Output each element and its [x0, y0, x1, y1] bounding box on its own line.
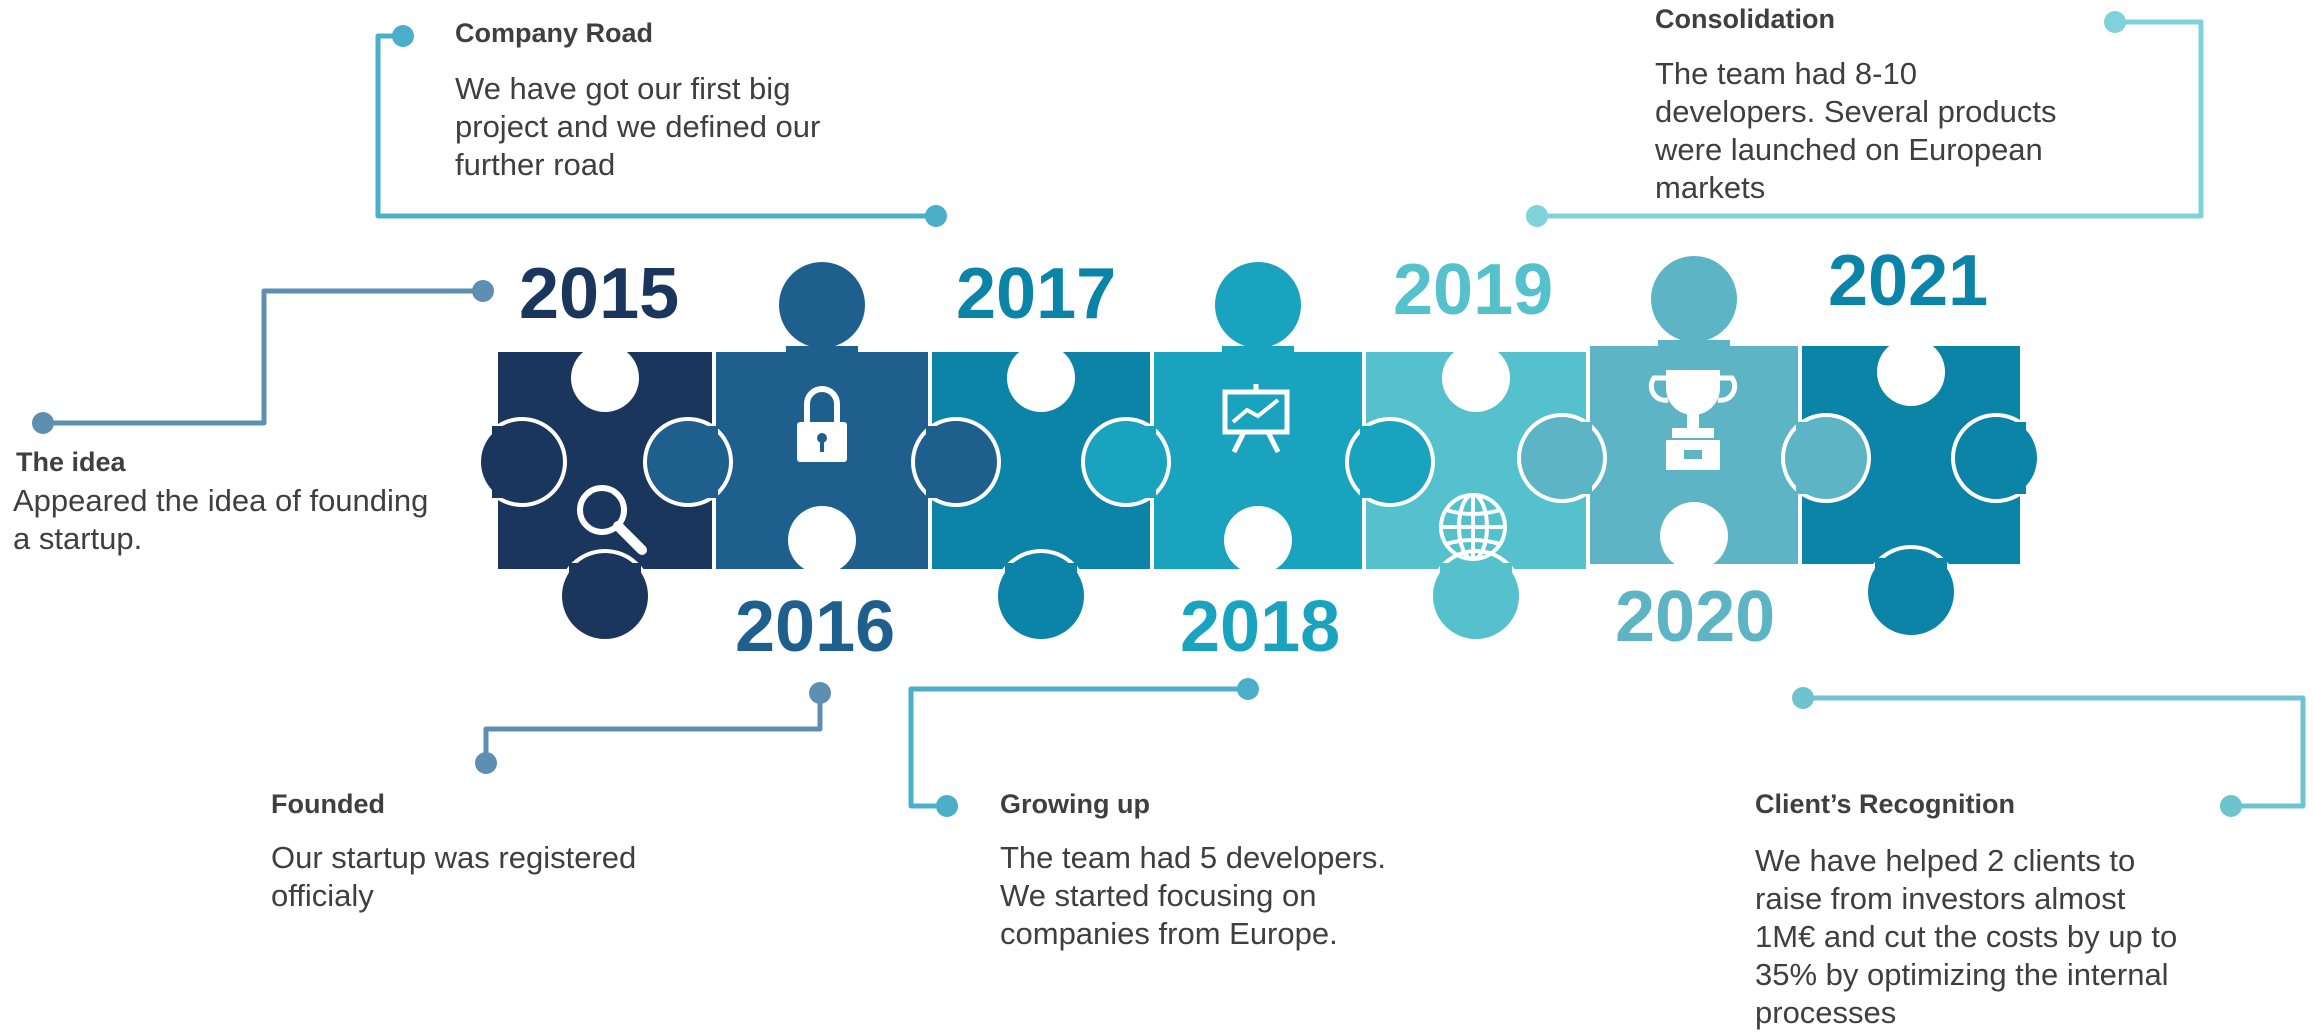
milestone-desc-2018: The team had 5 developers. We started fo… [1000, 840, 1387, 951]
milestone-title-2020: Client’s Recognition [1755, 789, 2016, 819]
connector-dot [1237, 678, 1259, 700]
connector-dot [392, 25, 414, 47]
trophy-icon [1648, 370, 1738, 470]
milestone-title-2017: Company Road [455, 18, 654, 48]
connector-dot [2104, 11, 2126, 33]
puzzle-knob [643, 417, 733, 507]
connector-dot [472, 280, 494, 302]
globe-icon [1439, 493, 1507, 561]
milestone-title-2018: Growing up [1000, 789, 1150, 819]
puzzle-knob [1211, 258, 1305, 352]
puzzle-blank [788, 506, 856, 574]
year-2019: 2019 [1393, 250, 1553, 330]
milestone-desc-2019: The team had 8-10 developers. Several pr… [1655, 56, 2057, 205]
year-2015: 2015 [519, 254, 679, 334]
connector-dot [475, 752, 497, 774]
milestone-desc-2015: Appeared the idea of founding a startup. [13, 483, 429, 556]
puzzle-blank [1877, 338, 1945, 406]
connector-2016 [483, 693, 823, 763]
milestone-desc-2020: We have helped 2 clients to raise from i… [1755, 843, 2178, 1030]
connector-2015 [43, 288, 483, 426]
puzzle-knob [1781, 413, 1871, 503]
puzzle-knob [911, 417, 1001, 507]
puzzle-knob [1081, 417, 1171, 507]
milestone-title-2016: Founded [271, 789, 385, 819]
connector-2020 [1803, 695, 2306, 809]
connector-dot [1526, 205, 1548, 227]
puzzle-knob [477, 417, 567, 507]
connector-dot [2220, 795, 2242, 817]
puzzle-blank [571, 344, 639, 412]
puzzle-knob [775, 258, 869, 352]
puzzle-knob [1517, 413, 1607, 503]
connector-2017 [375, 33, 936, 219]
connector-dot [32, 412, 54, 434]
padlock-icon [797, 386, 847, 462]
puzzle-knob [1951, 413, 2041, 503]
connector-dot [809, 682, 831, 704]
milestone-title-2019: Consolidation [1655, 4, 1835, 34]
connector-2019 [1537, 19, 2204, 219]
puzzle-blank [1224, 506, 1292, 574]
connector-dot [1792, 687, 1814, 709]
puzzle-blank [1442, 344, 1510, 412]
year-2016: 2016 [735, 587, 895, 667]
milestone-title-2015: The idea [16, 447, 126, 477]
milestone-desc-2017: We have got our first big project and we… [455, 71, 821, 182]
milestone-desc-2016: Our startup was registered officialy [271, 840, 637, 913]
connector-dot [936, 795, 958, 817]
puzzle-blank [1007, 344, 1075, 412]
connector-dot [925, 205, 947, 227]
presentation-board-icon [1222, 384, 1290, 454]
puzzle-blank [1660, 502, 1728, 570]
year-2020: 2020 [1615, 577, 1775, 657]
year-2018: 2018 [1180, 587, 1340, 667]
magnifier-icon [577, 485, 647, 555]
year-2021: 2021 [1828, 241, 1988, 321]
puzzle-knob [1345, 417, 1435, 507]
connector-2018 [908, 686, 1248, 809]
year-2017: 2017 [956, 254, 1116, 334]
puzzle-knob [1647, 252, 1741, 346]
